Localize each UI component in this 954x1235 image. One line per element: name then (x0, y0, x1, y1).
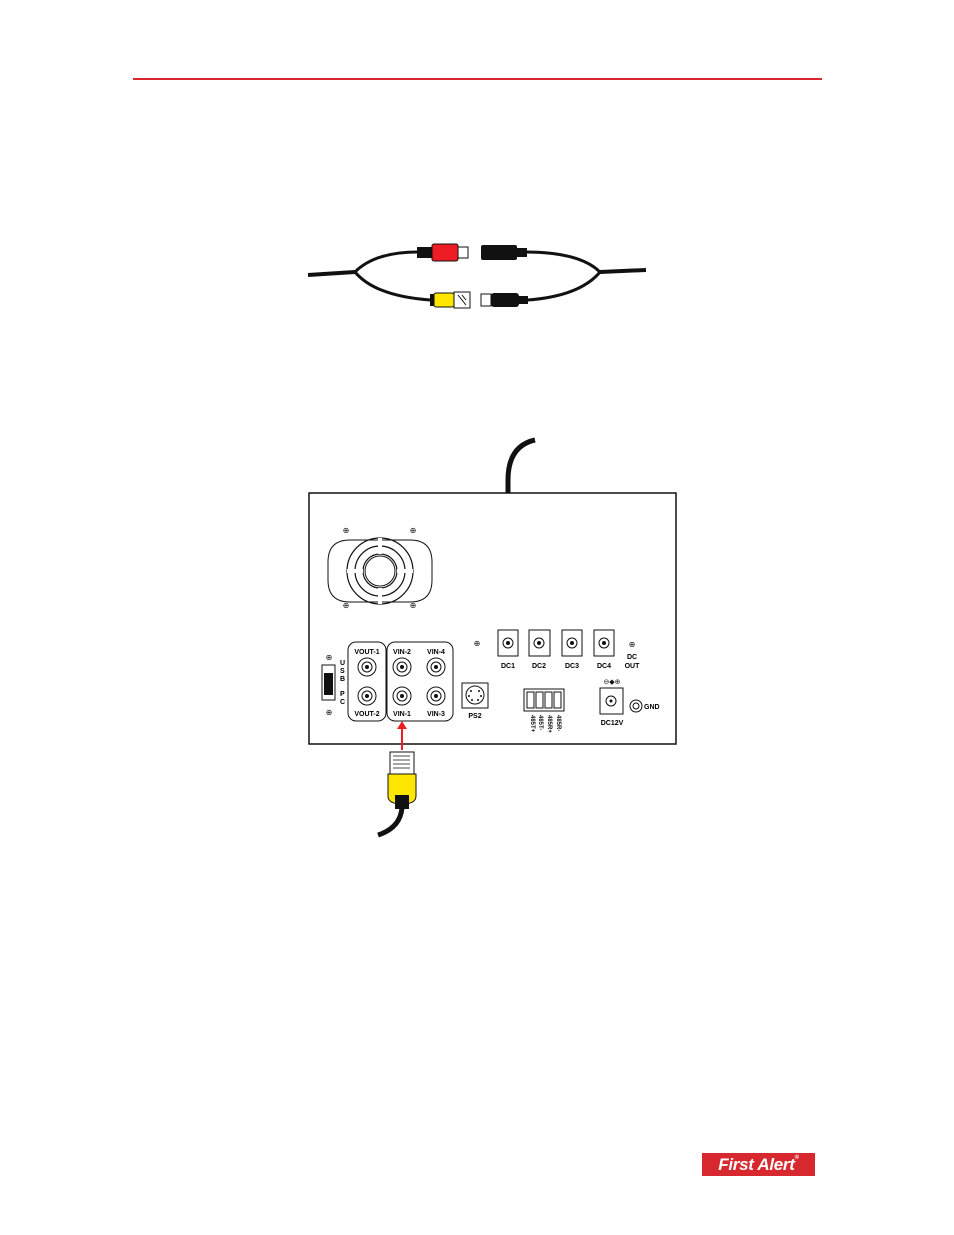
usb-pc-switch (321, 664, 336, 701)
rs485-r-minus-label: 485R- (555, 715, 561, 731)
vin2-label: VIN-2 (393, 649, 411, 656)
first-alert-logo: First Alert® (702, 1153, 815, 1176)
yellow-bnc-plug-icon (430, 291, 471, 309)
svg-text:⊕: ⊕ (326, 708, 333, 717)
rs485-t-plus-label: 485T+ (529, 715, 535, 733)
black-bnc-jack-icon (480, 293, 528, 307)
svg-text:⊖◆⊕: ⊖◆⊕ (603, 678, 620, 686)
usb-label-s: S (340, 668, 345, 675)
svg-text:⊕: ⊕ (629, 640, 636, 649)
svg-text:⊕: ⊕ (343, 601, 350, 610)
dc12v-label: DC12V (601, 720, 624, 727)
black-dc-plug-icon (481, 245, 527, 260)
vout1-label: VOUT-1 (354, 649, 379, 656)
svg-text:⊕: ⊕ (410, 526, 417, 535)
pc-label-p: P (340, 691, 345, 698)
rs485-terminal-icon (523, 688, 565, 712)
svg-text:⊕: ⊕ (326, 653, 333, 662)
dc-jacks (497, 629, 615, 657)
vin-group (386, 641, 454, 722)
usb-label-u: U (340, 660, 345, 667)
pc-label-c: C (340, 699, 345, 706)
vout-group (347, 641, 387, 722)
cable-split (307, 250, 647, 302)
header-rule (133, 78, 822, 80)
dc-out-label-1: DC (627, 654, 637, 661)
svg-text:⊕: ⊕ (343, 526, 350, 535)
dc1-label: DC1 (501, 663, 515, 670)
ps2-port-icon (461, 682, 489, 709)
ps2-label: PS2 (468, 713, 481, 720)
svg-text:⊕: ⊕ (410, 601, 417, 610)
dc3-label: DC3 (565, 663, 579, 670)
vin1-label: VIN-1 (393, 711, 411, 718)
vin3-label: VIN-3 (427, 711, 445, 718)
gnd-terminal-icon (629, 699, 643, 713)
dc2-label: DC2 (532, 663, 546, 670)
video-bnc-cable (377, 721, 417, 838)
screw-icons: ⊕ ⊕ ⊕ ⊕ ⊕ ⊕ ⊕ ⊕ (326, 526, 636, 717)
vin4-label: VIN-4 (427, 649, 445, 656)
bnc-jacks (357, 657, 446, 706)
fan-icon (327, 537, 433, 605)
dc4-label: DC4 (597, 663, 611, 670)
dc-out-label-2: OUT (625, 663, 641, 670)
gnd-label: GND (644, 704, 660, 711)
svg-text:⊕: ⊕ (474, 639, 481, 648)
rs485-t-minus-label: 485T- (537, 715, 543, 730)
dc12v-jack-icon: ⊖◆⊕ (599, 678, 624, 715)
rs485-r-plus-label: 485R+ (546, 715, 552, 733)
usb-label-b: B (340, 676, 345, 683)
vout2-label: VOUT-2 (354, 711, 379, 718)
red-rca-plug-icon (417, 243, 469, 262)
